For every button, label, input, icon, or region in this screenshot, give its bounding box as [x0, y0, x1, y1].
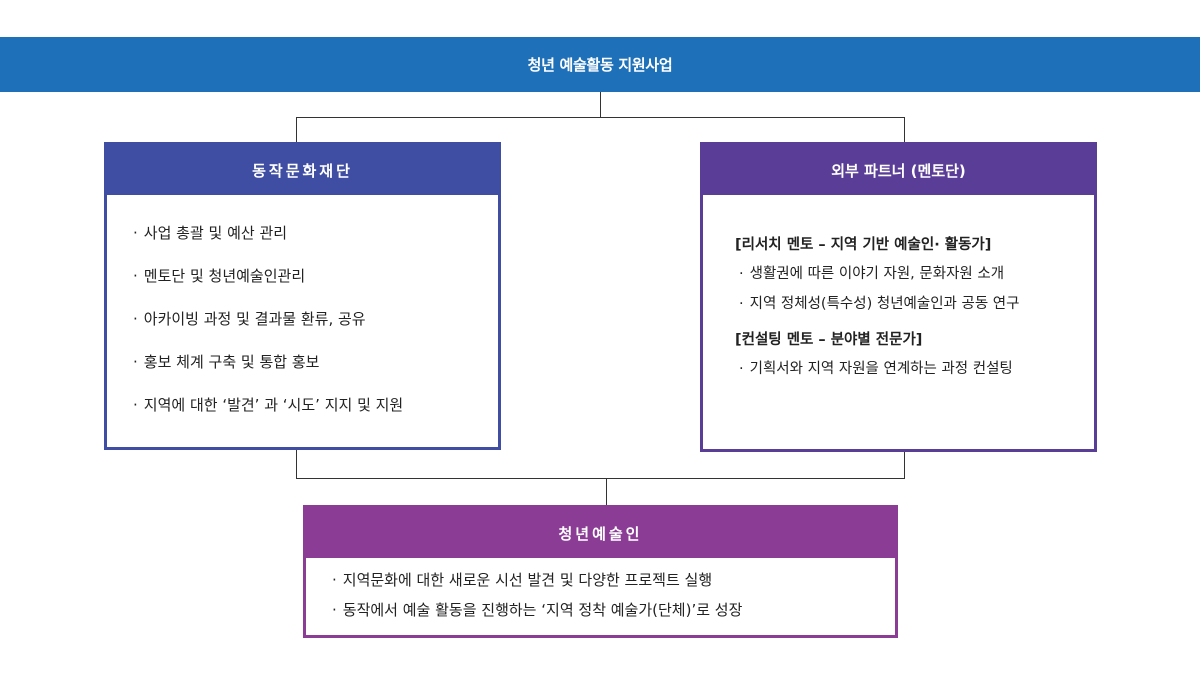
partner-title: 외부 파트너 (멘토단) [831, 161, 966, 180]
list-item: ·아카이빙 과정 및 결과물 환류, 공유 [133, 310, 366, 328]
list-item: ·멘토단 및 청년예술인관리 [133, 267, 306, 285]
list-item: ·생활권에 따른 이야기 자원, 문화자원 소개 [739, 266, 1005, 282]
list-item: ·사업 총괄 및 예산 관리 [133, 224, 288, 242]
partner-box-header: 외부 파트너 (멘토단) [703, 145, 1094, 195]
young-artist-box-header: 청년예술인 [306, 508, 895, 558]
foundation-box-header: 동작문화재단 [107, 145, 498, 195]
research-mentor-heading: [리서치 멘토 – 지역 기반 예술인· 활동가] [735, 237, 992, 253]
list-item: ·지역문화에 대한 새로운 시선 발견 및 다양한 프로젝트 실행 [332, 571, 713, 589]
young-artist-box: 청년예술인 ·지역문화에 대한 새로운 시선 발견 및 다양한 프로젝트 실행 … [303, 505, 898, 638]
list-item: ·홍보 체계 구축 및 통합 홍보 [133, 353, 320, 371]
research-mentor-list: ·생활권에 따른 이야기 자원, 문화자원 소개 ·지역 정체성(특수성) 청년… [735, 264, 1094, 314]
list-item: ·동작에서 예술 활동을 진행하는 ‘지역 정착 예술가(단체)’로 성장 [332, 601, 743, 619]
partner-box: 외부 파트너 (멘토단) [리서치 멘토 – 지역 기반 예술인· 활동가] ·… [700, 142, 1097, 452]
foundation-role-list: ·사업 총괄 및 예산 관리 ·멘토단 및 청년예술인관리 ·아카이빙 과정 및… [107, 195, 498, 438]
consulting-mentor-list: ·기획서와 지역 자원을 연계하는 과정 컨설팅 [735, 359, 1094, 379]
program-title-bar: 청년 예술활동 지원사업 [0, 37, 1200, 92]
foundation-title: 동작문화재단 [252, 161, 353, 180]
partner-content: [리서치 멘토 – 지역 기반 예술인· 활동가] ·생활권에 따른 이야기 자… [703, 195, 1094, 379]
program-title: 청년 예술활동 지원사업 [527, 56, 673, 74]
foundation-box: 동작문화재단 ·사업 총괄 및 예산 관리 ·멘토단 및 청년예술인관리 ·아카… [104, 142, 501, 450]
young-artist-title: 청년예술인 [558, 524, 643, 543]
list-item: ·지역에 대한 ‘발견’ 과 ‘시도’ 지지 및 지원 [133, 396, 404, 414]
young-artist-list: ·지역문화에 대한 새로운 시선 발견 및 다양한 프로젝트 실행 ·동작에서 … [306, 558, 895, 620]
list-item: ·기획서와 지역 자원을 연계하는 과정 컨설팅 [739, 361, 1013, 377]
list-item: ·지역 정체성(특수성) 청년예술인과 공동 연구 [739, 296, 1020, 312]
consulting-mentor-heading: [컨설팅 멘토 – 분야별 전문가] [735, 332, 923, 348]
